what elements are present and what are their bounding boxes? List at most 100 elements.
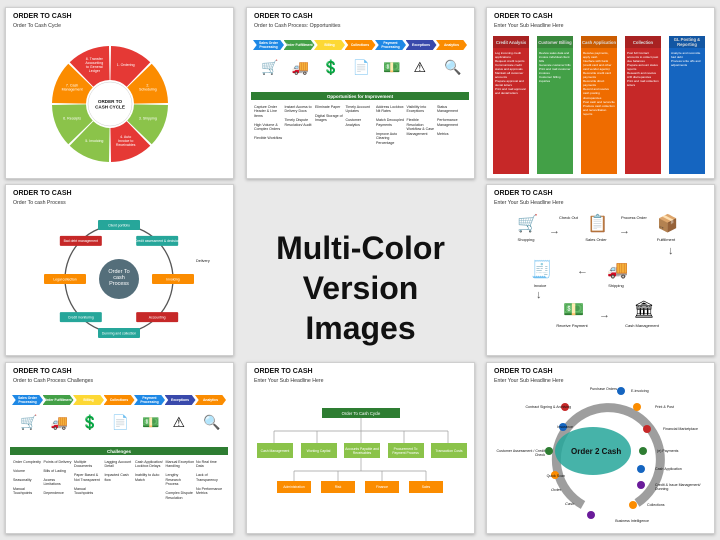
stage-icon: 🛒	[261, 59, 279, 75]
card-title: ORDER TO CASH	[13, 368, 72, 375]
stage-icon: ⚠	[413, 59, 427, 75]
column-text: Manual Exception Handling Lengthy Resear…	[165, 460, 195, 500]
stage-chevron: Exceptions	[405, 40, 437, 50]
o2c-node-icon	[639, 447, 647, 455]
stage-icon: 📄	[111, 414, 129, 430]
headline-line-1: Multi-Color	[276, 230, 445, 266]
cycle-segment	[127, 63, 168, 104]
cycle-segment-label: 6. Receipts	[63, 117, 81, 121]
column-text: No Real time Data Lack of Transparency N…	[196, 460, 223, 496]
o2c-right-item: Print & Post	[655, 405, 674, 409]
step-icon: 🛒	[517, 214, 539, 233]
stage-icon: 💵	[142, 414, 160, 430]
stage-icon: 💲	[81, 414, 99, 430]
cycle-segment	[69, 121, 110, 162]
step-icon: 💵	[563, 300, 585, 319]
step-icon: 🚚	[607, 260, 629, 279]
delivery-label: Delivery	[196, 259, 210, 263]
tree-node: Procurement To Payment Process	[387, 443, 424, 458]
o2c-node-icon	[643, 425, 651, 433]
o2c-right-item: Financial Marketplace	[663, 427, 698, 431]
stage-chevron: Billing	[73, 395, 104, 405]
thumb-challenges[interactable]: ORDER TO CASH Order to Cash Process Chal…	[5, 362, 234, 534]
card-title: ORDER TO CASH	[13, 190, 72, 197]
o2c-node-icon	[629, 501, 637, 509]
stage-chevron: Exceptions	[164, 395, 196, 405]
o2c-left-item: Purchase Orders	[589, 387, 617, 391]
o2c-node-icon	[633, 403, 641, 411]
thumb-opportunities[interactable]: ORDER TO CASH Order to Cash Process: Opp…	[246, 7, 475, 179]
column-body: Review sales data and invoice individual…	[539, 51, 571, 84]
o2c-node-icon	[545, 447, 553, 455]
process-node-label: Accounting	[149, 315, 166, 319]
process-node	[136, 312, 179, 323]
thumb-process-columns[interactable]: ORDER TO CASH Enter Your Sub Headline He…	[486, 7, 715, 179]
stage-chevron: Collections	[344, 40, 376, 50]
o2c-right-item: Collections	[647, 503, 665, 507]
tree-leaf: Risk	[321, 481, 355, 493]
column-body: Log incoming credit applications Request…	[495, 51, 526, 96]
process-node	[98, 220, 140, 230]
step-label: Sales Order	[585, 237, 607, 242]
o2c-node-icon	[617, 387, 625, 395]
stage-chevron: Order Fulfillment	[42, 395, 74, 405]
process-node-label: Bad debt management	[64, 239, 98, 243]
thumb-order-2-cash[interactable]: ORDER TO CASH Enter Your Sub Headline He…	[486, 362, 715, 534]
o2c-right-item: E-invoicing	[631, 389, 649, 393]
process-node-label: Credit monitoring	[68, 315, 94, 319]
tree-root: Order To Cash Cycle	[322, 408, 400, 418]
o2c-left-item: Insurance	[557, 425, 573, 429]
process-node	[59, 235, 102, 246]
card-title: ORDER TO CASH	[494, 190, 553, 197]
step-label: Fulfillment	[656, 237, 676, 242]
card-title: ORDER TO CASH	[254, 368, 313, 375]
process-node	[59, 312, 102, 323]
step-icon: 📋	[587, 214, 609, 233]
flow-arrow: ←	[577, 265, 588, 277]
stage-icon: 🔍	[203, 414, 221, 430]
card-subtitle: Enter Your Sub Headline Here	[494, 200, 564, 206]
flow-arrow: →	[619, 225, 630, 237]
thumb-order-to-cash-cycle[interactable]: ORDER TO CASH Order To Cash Cycle 1. Ord…	[5, 7, 234, 179]
process-node	[98, 328, 140, 338]
o2c-right-item: Cash Application	[655, 467, 682, 471]
tree-node: Transaction Costs	[431, 443, 467, 458]
o2c-left-item: Customer Assessment / Credit Check	[496, 449, 545, 457]
cycle-segment	[127, 104, 168, 145]
column-text: Multiple Documents Paper Based & Not Tra…	[74, 460, 100, 496]
column-text: Status Management Performance Management…	[437, 105, 458, 136]
stage-chevron: Billing	[314, 40, 345, 50]
flow-arrow: →	[599, 309, 610, 321]
cycle-segment	[69, 46, 110, 87]
stage-icon: 📄	[352, 59, 370, 75]
thumb-order-to-cash-process[interactable]: ORDER TO CASH Order To cash Process Orde…	[5, 184, 234, 356]
cycle-segment-label: 1. Ordering	[117, 63, 135, 67]
card-subtitle: Order To Cash Cycle	[13, 23, 62, 29]
tree-connectors	[273, 418, 449, 481]
flow-arrow: →	[549, 225, 560, 237]
column-header: Customer Billing	[537, 36, 573, 48]
column-body: Receive payments, apply cash Interface w…	[583, 51, 615, 116]
thumb-icon-flow[interactable]: ORDER TO CASH Enter Your Sub Headline He…	[486, 184, 715, 356]
column-text: Capture Order Header & Line Items High V…	[254, 105, 283, 141]
column-text: Eliminate Paper Digital Storage of Image…	[315, 105, 343, 123]
o2c-node-icon	[587, 511, 595, 519]
column-text: Timely Account Updates Customer Analytic…	[345, 105, 370, 127]
o2c-node-icon	[559, 423, 567, 431]
o2c-node-icon	[561, 403, 569, 411]
column-body: Post full Contact accounts to collect pa…	[627, 51, 659, 88]
process-node-label: Dunning and collection	[102, 331, 136, 335]
stage-chevron: Payment Processing	[375, 40, 406, 50]
thumb-org-tree[interactable]: ORDER TO CASH Enter Your Sub Headline He…	[246, 362, 475, 534]
arrow-label: Check Out	[559, 215, 578, 220]
stage-icon: 🛒	[20, 414, 38, 430]
arrow-label: Process Order	[621, 215, 647, 220]
flow-arrow: ↓	[668, 245, 674, 257]
